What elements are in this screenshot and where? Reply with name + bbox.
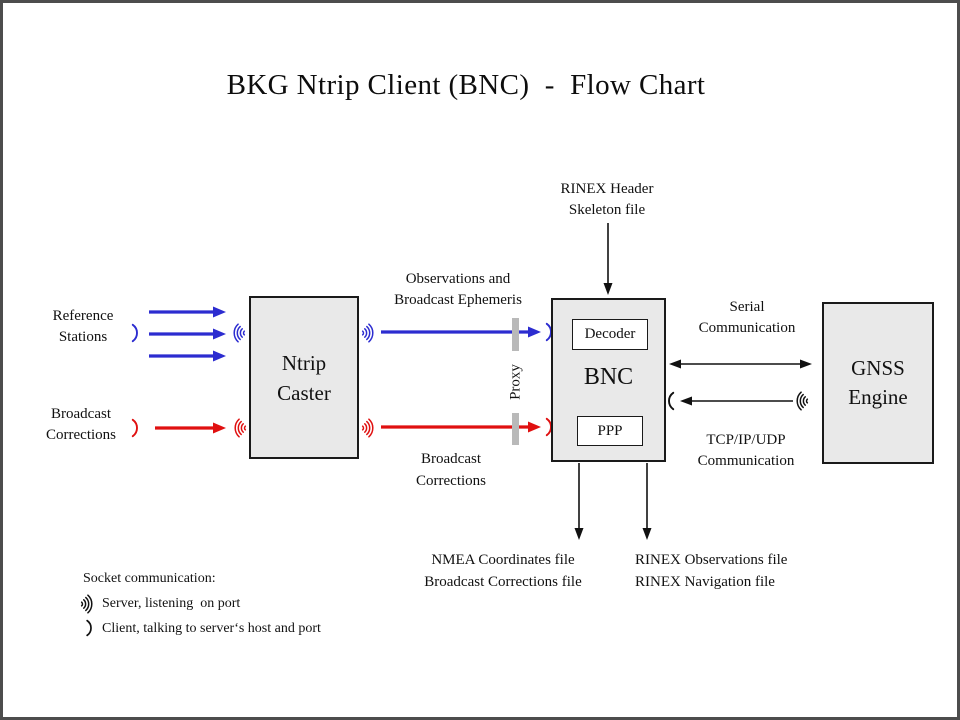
server-waves-icon: [361, 418, 374, 438]
proxy-label: Proxy: [507, 364, 524, 400]
client-arc-icon: [86, 619, 92, 637]
server-waves-icon: [80, 594, 93, 614]
rinex-header-arrow-head: [603, 283, 613, 295]
ref-arrow-1-head: [213, 306, 226, 318]
corr-arrow-head: [528, 421, 541, 433]
serial-comm-arrow: [669, 359, 812, 369]
rinex-output-head: [642, 528, 652, 540]
nmea-output-head: [574, 528, 584, 540]
client-arc-icon: [131, 418, 138, 438]
decoder-label: Decoder: [584, 326, 636, 342]
node-bnc: Decoder BNC PPP: [551, 298, 666, 462]
legend-server-entry: Server, listening on port: [102, 596, 241, 611]
client-arc-icon: [131, 323, 138, 343]
node-gnss-engine: GNSS Engine: [822, 302, 934, 464]
node-ntrip-caster: Ntrip Caster: [249, 296, 359, 459]
rinex-outputs-label: RINEX Observations file RINEX Navigation…: [635, 552, 788, 590]
broadcast-corrections-input-arrow: [131, 418, 247, 438]
tcp-communication-label: TCP/IP/UDP Communication: [697, 432, 795, 469]
diagram-connector-layer: [80, 223, 812, 637]
serial-right-head: [800, 359, 812, 369]
ntrip-caster-label: Ntrip Caster: [277, 350, 331, 405]
obs-arrow-head: [528, 326, 541, 338]
reference-stations-arrows: [131, 306, 246, 362]
server-waves-icon: [234, 418, 247, 438]
gnss-engine-label: GNSS Engine: [848, 356, 908, 409]
proxy-bar-top: [512, 318, 519, 351]
broadcast-corrections-input-label: Broadcast Corrections: [46, 406, 116, 443]
bnc-label: BNC: [583, 364, 634, 390]
corrections-stream-arrow: [361, 417, 552, 438]
ppp-label: PPP: [597, 422, 623, 439]
node-ppp: PPP: [577, 416, 643, 446]
observations-stream-arrow: [361, 322, 552, 343]
server-waves-icon: [796, 391, 809, 411]
server-waves-icon: [361, 323, 374, 343]
tcp-arrow-head: [680, 396, 692, 406]
serial-left-head: [669, 359, 681, 369]
nmea-outputs-label: NMEA Coordinates file Broadcast Correcti…: [424, 552, 582, 590]
client-arc-icon: [668, 391, 675, 411]
ref-arrow-3-head: [213, 350, 226, 362]
observations-ephemeris-label: Observations and Broadcast Ephemeris: [394, 271, 522, 308]
legend-client-entry: Client, talking to server‘s host and por…: [102, 621, 321, 636]
broadcast-corrections-mid-label: Broadcast Corrections: [416, 451, 486, 489]
bnc-output-arrows: [574, 463, 652, 540]
reference-stations-label: Reference Stations: [52, 308, 114, 345]
tcp-comm-arrow: [668, 391, 809, 411]
legend-heading: Socket communication:: [83, 571, 216, 586]
bc-arrow-head: [213, 422, 226, 434]
page-title: BKG Ntrip Client (BNC) - Flow Chart: [226, 69, 706, 101]
server-waves-icon: [233, 323, 246, 343]
rinex-header-skeleton-label: RINEX Header Skeleton file: [560, 181, 654, 218]
node-decoder: Decoder: [572, 319, 648, 350]
serial-communication-label: Serial Communication: [698, 299, 796, 336]
proxy-bar-bottom: [512, 413, 519, 445]
rinex-header-arrow: [603, 223, 613, 295]
ref-arrow-2-head: [213, 328, 226, 340]
legend-symbols: [80, 594, 93, 637]
